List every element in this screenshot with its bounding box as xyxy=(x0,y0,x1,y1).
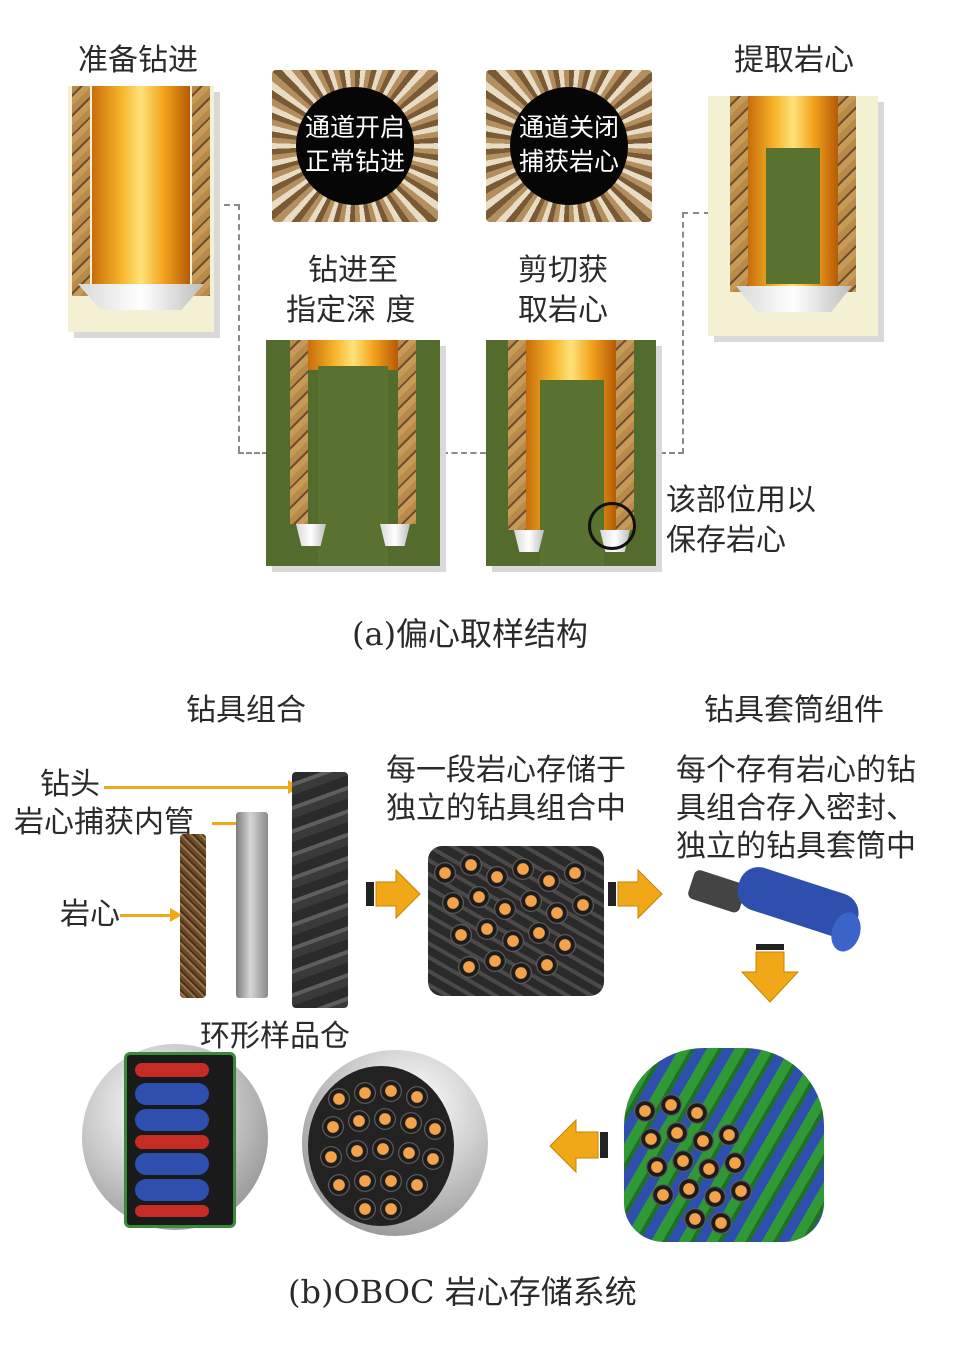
connector-dash-middle xyxy=(442,452,486,454)
drill-panel-prepare xyxy=(68,86,214,332)
label-bit: 钻头 xyxy=(40,767,100,802)
label-inner-tube: 岩心捕获内管 xyxy=(14,805,194,840)
label-ring-bin: 环形样品仓 xyxy=(200,1019,350,1054)
drill-panel-extract xyxy=(708,96,878,336)
flow-arrow-down xyxy=(740,944,800,1003)
step-drill-depth-line2: 指定深 度 xyxy=(286,293,416,328)
desc-each-core-line2: 独立的钻具组合中 xyxy=(386,791,626,826)
photo-closed-line2: 捕获岩心 xyxy=(518,147,619,176)
sphere-cutaway-interior xyxy=(124,1052,236,1228)
connector-dash-right-bottom xyxy=(660,452,684,454)
label-core: 岩心 xyxy=(60,897,120,932)
rock-core-rod xyxy=(180,834,206,998)
drill-assembly-bundle xyxy=(428,846,604,996)
flow-arrow-right-1 xyxy=(366,868,421,920)
flow-arrow-right-2 xyxy=(608,868,663,920)
caption-b: (b)OBOC 岩心存储系统 xyxy=(288,1273,637,1311)
drill-panel-drill-depth xyxy=(266,340,440,566)
photo-open-line2: 正常钻进 xyxy=(304,147,405,176)
inner-tube-rod xyxy=(236,812,268,998)
desc-sleeve-line3: 独立的钻具套筒中 xyxy=(676,829,916,864)
connector-dash-left xyxy=(214,204,240,206)
step-shear-line2: 取岩心 xyxy=(518,293,608,328)
flow-arrow-left xyxy=(549,1118,608,1174)
desc-sleeve-line2: 具组合存入密封、 xyxy=(676,791,916,826)
sphere-front-opening xyxy=(308,1066,454,1226)
sleeve-assembly-title: 钻具套筒组件 xyxy=(704,693,884,728)
note-line2: 保存岩心 xyxy=(666,523,786,558)
photo-closed-line1: 通道关闭 xyxy=(518,113,619,142)
step-prepare-label: 准备钻进 xyxy=(78,43,198,78)
caption-a: (a)偏心取样结构 xyxy=(352,615,589,653)
step-extract-label: 提取岩心 xyxy=(734,43,854,78)
sealed-sleeve xyxy=(688,867,861,952)
drill-bit-column xyxy=(292,772,348,1008)
note-line1: 该部位用以 xyxy=(666,483,816,518)
ring-sample-bin-cores xyxy=(630,1094,780,1240)
storage-position-circle xyxy=(588,502,636,550)
photo-open-line1: 通道开启 xyxy=(304,113,405,142)
step-shear-line1: 剪切获 xyxy=(518,253,608,288)
pointer-bit xyxy=(104,780,300,794)
photo-channel-open: 通道开启 正常钻进 xyxy=(272,70,438,222)
desc-each-core-line1: 每一段岩心存储于 xyxy=(386,753,626,788)
connector-dash-left-vertical xyxy=(238,204,240,452)
connector-dash-right-top xyxy=(682,212,710,214)
pointer-core xyxy=(120,908,182,922)
photo-channel-closed: 通道关闭 捕获岩心 xyxy=(486,70,652,222)
connector-dash-left-bottom xyxy=(238,452,268,454)
desc-sleeve-line1: 每个存有岩心的钻 xyxy=(676,753,916,788)
step-drill-depth-line1: 钻进至 xyxy=(308,253,398,288)
drill-assembly-title: 钻具组合 xyxy=(186,693,306,728)
connector-dash-right-vertical xyxy=(682,212,684,454)
